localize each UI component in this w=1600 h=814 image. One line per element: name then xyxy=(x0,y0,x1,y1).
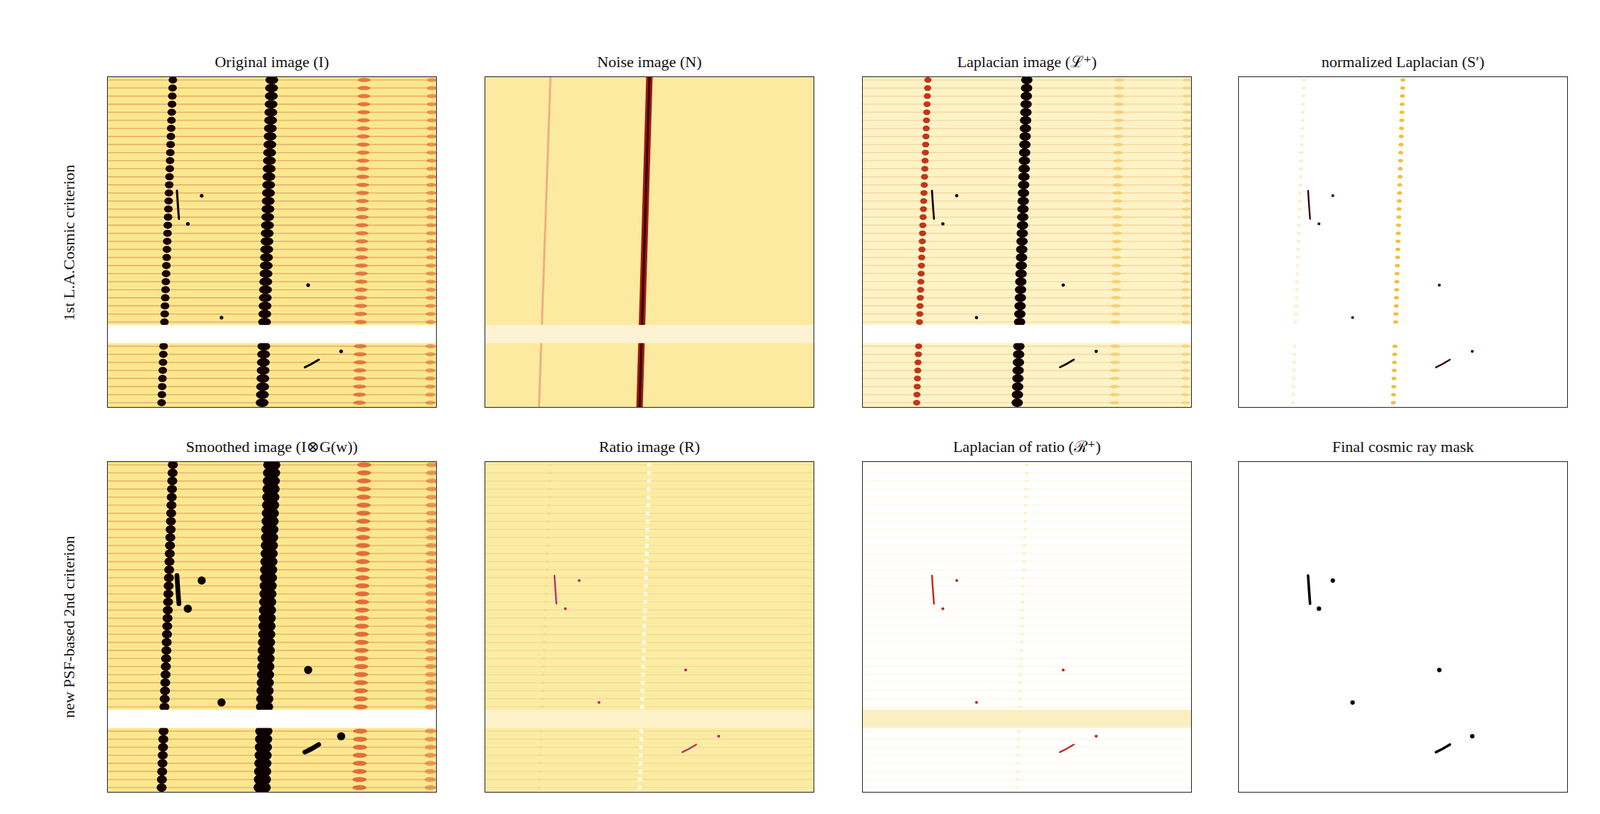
panel-title: Laplacian image (ℒ⁺) xyxy=(862,49,1192,72)
image-panel: Laplacian image (ℒ⁺) xyxy=(862,76,1192,408)
image-panel: normalized Laplacian (S′) xyxy=(1238,76,1568,408)
panel-title: Original image (I) xyxy=(107,52,437,72)
panel-image xyxy=(862,76,1192,408)
panel-image xyxy=(484,461,815,793)
image-panel: Final cosmic ray mask xyxy=(1238,461,1568,793)
panel-image xyxy=(862,461,1192,793)
panel-image xyxy=(1238,76,1568,408)
panel-title: normalized Laplacian (S′) xyxy=(1238,52,1568,72)
panel-title: Ratio image (R) xyxy=(485,437,814,457)
image-panel: Ratio image (R) xyxy=(484,461,815,793)
row-label: new PSF-based 2nd criterion xyxy=(59,535,79,718)
panel-title: Final cosmic ray mask xyxy=(1238,437,1568,457)
panel-image xyxy=(484,76,815,408)
image-panel: Noise image (N) xyxy=(484,76,815,408)
panel-image xyxy=(1238,461,1568,793)
panel-image xyxy=(107,76,437,408)
row-label: 1st L.A.Cosmic criterion xyxy=(59,164,79,322)
image-panel: Laplacian of ratio (ℛ⁺) xyxy=(862,461,1192,793)
image-panel: Original image (I) xyxy=(107,76,437,408)
panel-title: Laplacian of ratio (ℛ⁺) xyxy=(862,434,1192,457)
image-panel: Smoothed image (I⊗G(w)) xyxy=(107,461,437,793)
panel-title: Smoothed image (I⊗G(w)) xyxy=(107,437,437,457)
panel-image xyxy=(107,461,437,793)
panel-title: Noise image (N) xyxy=(485,52,814,72)
